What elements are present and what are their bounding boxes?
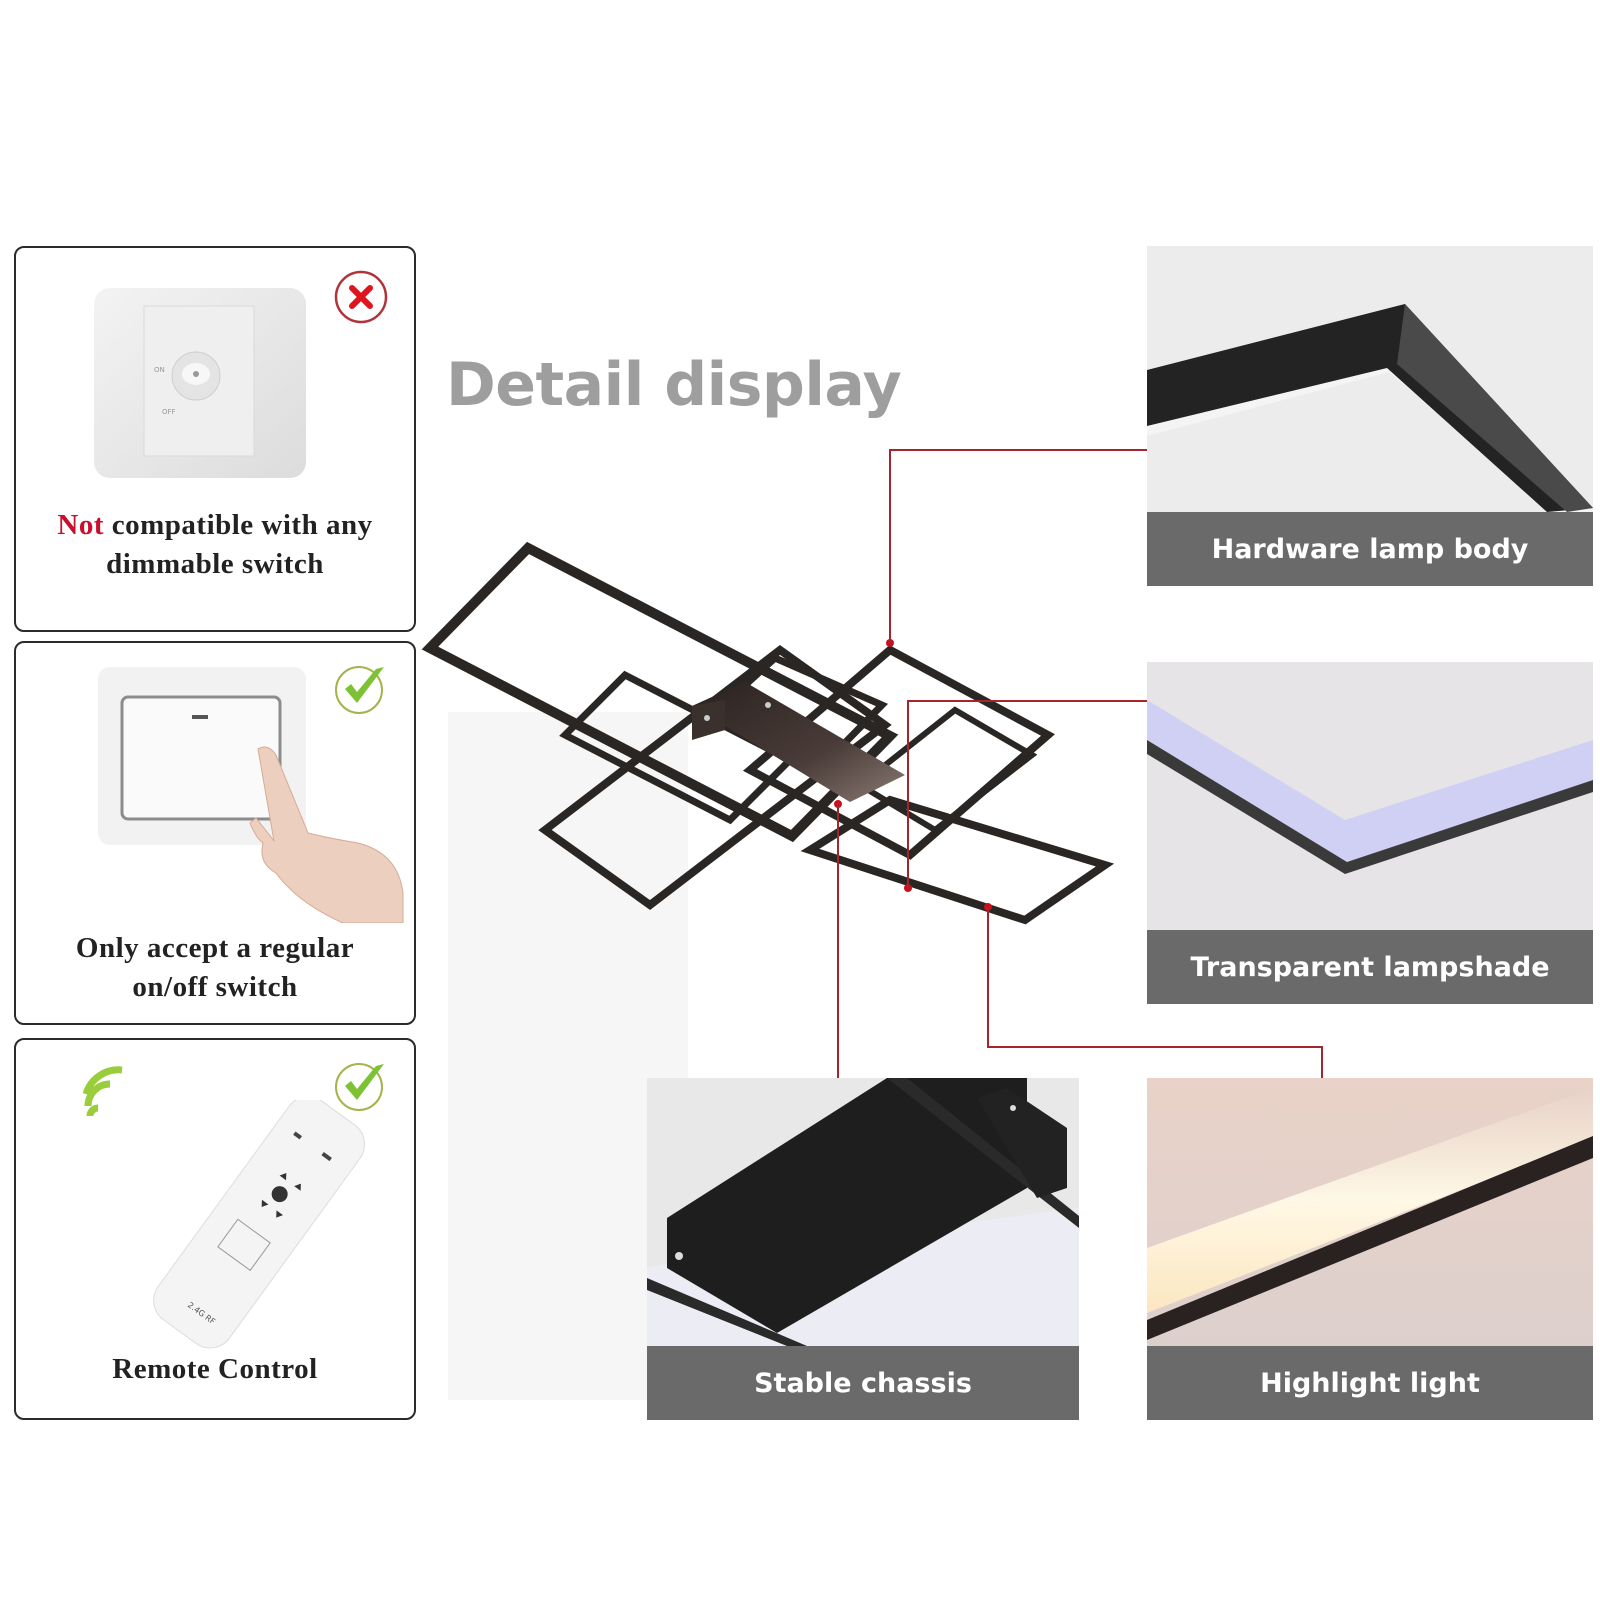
caption-line1: Only accept a regular bbox=[75, 932, 355, 964]
panel-hardware-lamp-body: Hardware lamp body bbox=[1147, 246, 1593, 586]
card-onoff-switch: Only accept a regular on/off switch bbox=[14, 641, 416, 1025]
caption-line1: compatible with any bbox=[111, 509, 373, 541]
caption-remote: Remote Control bbox=[112, 1353, 318, 1385]
caption-line2: on/off switch bbox=[132, 971, 298, 1003]
wireless-signal-icon bbox=[82, 1066, 123, 1117]
panel-transparent-lampshade: Transparent lampshade bbox=[1147, 662, 1593, 1004]
lamp-body-photo bbox=[1147, 246, 1593, 512]
panel-stable-chassis: Stable chassis bbox=[647, 1078, 1079, 1420]
card-remote-control: 2.4G RF Remote Control bbox=[14, 1038, 416, 1420]
svg-text:ON: ON bbox=[154, 366, 165, 374]
panel-highlight-light: Highlight light bbox=[1147, 1078, 1593, 1420]
svg-text:OFF: OFF bbox=[162, 408, 176, 416]
x-circle-icon bbox=[334, 270, 388, 324]
dimmer-switch-illustration: ON OFF bbox=[94, 288, 306, 478]
card-dimmer-switch: ON OFF Not compatible with any dimmable … bbox=[14, 246, 416, 632]
page-title: Detail display bbox=[446, 350, 902, 420]
label-hardware-lamp-body: Hardware lamp body bbox=[1147, 512, 1593, 586]
check-circle-icon bbox=[335, 666, 384, 714]
label-highlight-light: Highlight light bbox=[1147, 1346, 1593, 1420]
onoff-switch-illustration bbox=[98, 667, 404, 923]
caption-line2: dimmable switch bbox=[106, 548, 324, 580]
label-transparent-lampshade: Transparent lampshade bbox=[1147, 930, 1593, 1004]
not-emphasis: Not bbox=[57, 509, 104, 541]
highlight-photo bbox=[1147, 1078, 1593, 1346]
lampshade-photo bbox=[1147, 662, 1593, 930]
check-circle-icon bbox=[335, 1063, 384, 1111]
chassis-photo bbox=[647, 1078, 1079, 1346]
ceiling-lamp-illustration bbox=[421, 541, 1115, 925]
remote-control-illustration: 2.4G RF bbox=[153, 1100, 366, 1349]
label-stable-chassis: Stable chassis bbox=[647, 1346, 1079, 1420]
